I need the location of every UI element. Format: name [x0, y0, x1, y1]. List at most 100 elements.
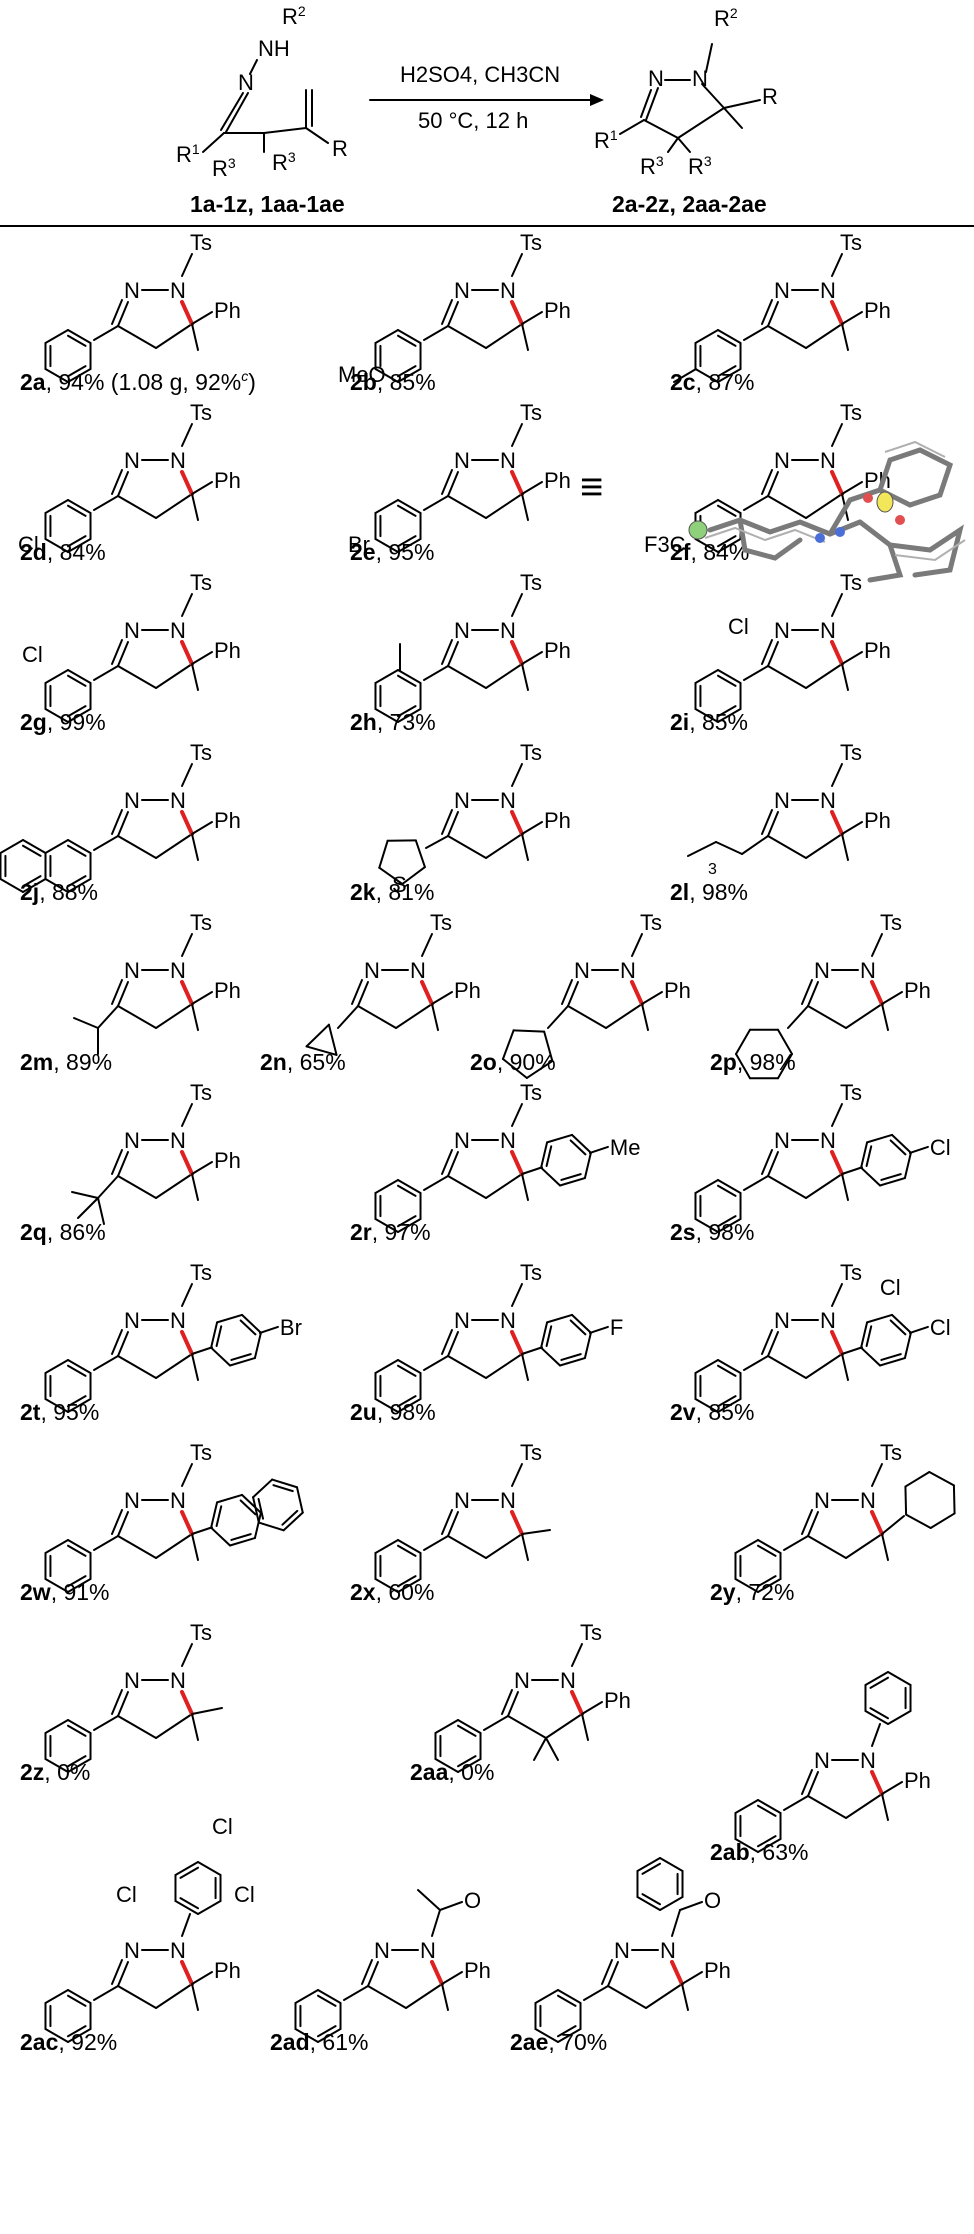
aryl-substituent: Cl [728, 614, 749, 639]
bond [688, 842, 716, 856]
bond [182, 812, 192, 834]
n-atom: N [774, 448, 790, 473]
bond [842, 1348, 860, 1354]
ph-group: Ph [544, 468, 571, 493]
bond [442, 1984, 448, 2010]
bond [156, 1714, 192, 1738]
bond [522, 1348, 540, 1354]
n-atom: N [774, 618, 790, 643]
n-atom: N [364, 958, 380, 983]
bond [842, 1354, 848, 1380]
bond [512, 1332, 522, 1354]
bond [882, 1782, 902, 1794]
bond [872, 982, 882, 1004]
compound-id: 2z [20, 1759, 44, 1785]
bond [718, 500, 741, 513]
ts-group: Ts [580, 1620, 602, 1645]
bond [398, 1180, 421, 1193]
bond [682, 1984, 688, 2010]
n-atom: N [454, 788, 470, 813]
bond [512, 254, 522, 276]
compound-caption: 2d, 84% [20, 539, 106, 565]
n-atom: N [500, 1308, 516, 1333]
bond [522, 312, 542, 324]
compound-yield: , 85% [696, 1399, 755, 1425]
bond [192, 1708, 222, 1714]
bond [891, 1320, 906, 1334]
bond [660, 1897, 683, 1910]
bond [842, 312, 862, 324]
bond [68, 1996, 86, 2006]
footnote-mark: c [241, 368, 248, 384]
bond [338, 1006, 358, 1028]
n-atom: N [170, 278, 186, 303]
bond [695, 330, 718, 343]
compound-caption: 2o, 90% [470, 1049, 556, 1075]
ph-group: Ph [544, 638, 571, 663]
bond [182, 1332, 192, 1354]
bond [788, 1006, 808, 1028]
bond [422, 934, 432, 956]
compound-yield: , 65% [287, 1049, 346, 1075]
para-substituent: Cl [930, 1315, 951, 1340]
n-atom: N [170, 958, 186, 983]
bond [318, 1990, 341, 2003]
ph-group: Ph [864, 638, 891, 663]
bond [156, 1354, 192, 1378]
bond [118, 496, 156, 518]
bond [522, 494, 528, 520]
n-atom: N [124, 788, 140, 813]
bond [259, 1523, 284, 1531]
compound-yield: , 98% [689, 879, 748, 905]
n-atom: N [660, 1938, 676, 1963]
bond [718, 1180, 741, 1193]
bond [522, 1174, 528, 1200]
bond [512, 1104, 522, 1126]
bond [910, 1147, 928, 1153]
bond [606, 1004, 642, 1028]
bond [398, 500, 421, 513]
bond [768, 1176, 806, 1198]
bond [842, 482, 862, 494]
bond [881, 1354, 900, 1360]
bond [94, 496, 118, 510]
bond [735, 1800, 758, 1813]
bond [448, 326, 486, 348]
bond [642, 1894, 660, 1904]
n-atom: N [820, 1128, 836, 1153]
n-atom: N [170, 1938, 186, 1963]
bond [406, 1984, 442, 2008]
bond [260, 1327, 278, 1333]
bond [522, 1530, 550, 1534]
bond [512, 424, 522, 446]
bond [882, 992, 902, 1004]
reactant-nh: NH [258, 36, 290, 61]
n-atom: N [170, 448, 186, 473]
bond [590, 1327, 608, 1333]
bond [68, 676, 86, 686]
bond [182, 594, 192, 616]
bond [23, 840, 46, 853]
compound-id: 2g [20, 709, 47, 735]
bond [182, 1284, 192, 1306]
bond [522, 664, 528, 690]
bond [182, 1914, 190, 1936]
bond [846, 1794, 882, 1818]
ortho-cl: Cl [116, 1882, 137, 1907]
compound-id: 2o [470, 1049, 497, 1075]
bond [94, 1716, 118, 1730]
n-atom: N [454, 1488, 470, 1513]
product-r3-right: R3 [688, 153, 712, 179]
ts-group: Ts [880, 910, 902, 935]
bond [426, 836, 448, 848]
bond [192, 664, 198, 690]
bond [512, 1152, 522, 1174]
